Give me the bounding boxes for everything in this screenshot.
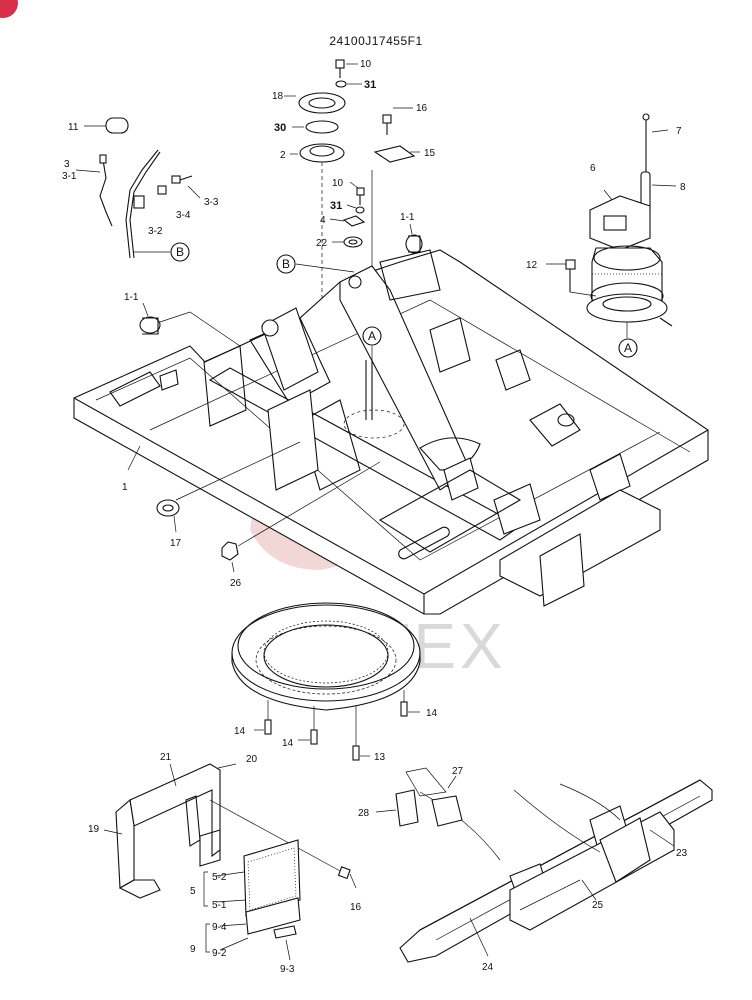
callout-b-left-text: B <box>176 245 184 259</box>
callout-b-frame-text: B <box>282 257 290 271</box>
part-number-labels: 10 31 18 30 2 16 15 10 31 4 22 11 3 3-1 … <box>62 59 688 975</box>
part-9-cover-plate <box>205 897 301 961</box>
label-17: 17 <box>170 538 182 549</box>
label-10-top: 10 <box>360 59 372 70</box>
part-1-1-bushing-left <box>139 302 241 347</box>
label-3-1: 3-1 <box>62 171 77 182</box>
swing-bearing-ring <box>231 602 421 746</box>
part-10-bolt-top <box>335 59 358 78</box>
part-12-bolt <box>546 259 597 297</box>
label-18: 18 <box>272 91 284 102</box>
part-15-bracket <box>373 145 420 163</box>
label-15: 15 <box>424 148 436 159</box>
label-3-2: 3-2 <box>148 226 163 237</box>
label-30: 30 <box>274 122 286 134</box>
label-7: 7 <box>676 126 682 137</box>
part-31-washer-mid <box>346 204 365 214</box>
label-8: 8 <box>680 182 686 193</box>
part-13-bolt <box>352 745 370 761</box>
label-14-a: 14 <box>234 726 246 737</box>
part-3-2-clip <box>133 195 145 209</box>
label-9-3: 9-3 <box>280 964 295 975</box>
part-18-cover-ring <box>284 92 346 114</box>
part-4-shim <box>329 215 366 227</box>
part-16-bolt-top <box>382 107 413 135</box>
callout-b-frame: B <box>276 254 296 274</box>
part-6-swing-motor <box>586 189 673 338</box>
label-11: 11 <box>68 122 79 133</box>
label-20: 20 <box>246 754 258 765</box>
label-9: 9 <box>190 944 196 955</box>
label-19: 19 <box>88 824 100 835</box>
label-24: 24 <box>482 962 494 973</box>
label-5-1: 5-1 <box>212 900 227 911</box>
part-1-upper-frame <box>73 249 709 615</box>
part-3-3-bolt <box>171 175 201 199</box>
label-26: 26 <box>230 578 242 589</box>
label-31-top: 31 <box>364 79 376 91</box>
part-16-bolt-bottom <box>337 866 357 889</box>
part-31-washer-top <box>335 80 362 88</box>
part-23-24-25-guard-rails <box>399 779 713 963</box>
callout-b-left: B <box>170 242 190 262</box>
part-1-1-bushing-right <box>405 223 423 254</box>
callout-a-swing: A <box>362 326 382 360</box>
part-19-21-support-frame <box>103 763 343 899</box>
label-14-b: 14 <box>282 738 294 749</box>
label-1-1-left: 1-1 <box>124 292 139 303</box>
part-2-seal-plate <box>290 143 345 163</box>
label-5: 5 <box>190 886 196 897</box>
label-2: 2 <box>280 150 286 161</box>
part-7-gauge-rod <box>642 113 669 172</box>
part-11-pad <box>84 117 129 134</box>
part-22-washer <box>332 236 363 248</box>
label-23: 23 <box>676 848 688 859</box>
label-22: 22 <box>316 238 328 249</box>
label-31-mid: 31 <box>330 200 342 212</box>
label-14-c: 14 <box>426 708 438 719</box>
label-6: 6 <box>590 163 596 174</box>
label-3-4: 3-4 <box>176 210 191 221</box>
part-3-4-nut <box>157 185 167 195</box>
label-16-top: 16 <box>416 103 428 114</box>
label-5-2: 5-2 <box>212 872 227 883</box>
label-3: 3 <box>64 159 70 170</box>
part-28-bracket <box>375 789 419 827</box>
callout-b-frame-leader <box>295 263 355 273</box>
label-1-1-right: 1-1 <box>400 212 415 223</box>
label-9-2: 9-2 <box>212 948 227 959</box>
label-12: 12 <box>526 260 538 271</box>
label-27: 27 <box>452 766 464 777</box>
label-21: 21 <box>160 752 172 763</box>
label-10-mid: 10 <box>332 178 344 189</box>
label-3-3: 3-3 <box>204 197 219 208</box>
callout-a-swing-text: A <box>368 329 376 343</box>
label-4: 4 <box>320 215 326 226</box>
label-25: 25 <box>592 900 604 911</box>
label-9-4: 9-4 <box>212 922 227 933</box>
part-14-bolt-a <box>254 719 272 735</box>
part-10-bolt-mid <box>349 181 365 205</box>
part-30-o-ring <box>292 120 339 134</box>
part-3-rod-assembly <box>75 149 161 259</box>
label-16-bottom: 16 <box>350 902 362 913</box>
callout-a-motor: A <box>618 338 638 358</box>
part-17-grommet <box>156 441 301 533</box>
part-26-plug <box>221 461 381 573</box>
label-1: 1 <box>122 482 128 493</box>
drawing-number: 24100J17455F1 <box>329 34 423 48</box>
label-13: 13 <box>374 752 386 763</box>
part-14-bolt-c <box>400 701 420 717</box>
label-28: 28 <box>358 808 370 819</box>
part-14-bolt-b <box>298 729 318 745</box>
callout-a-motor-text: A <box>624 341 632 355</box>
part-5-cover-plate <box>203 839 301 917</box>
part-27-bracket <box>405 767 463 827</box>
page-badge: 2 <box>0 0 18 18</box>
